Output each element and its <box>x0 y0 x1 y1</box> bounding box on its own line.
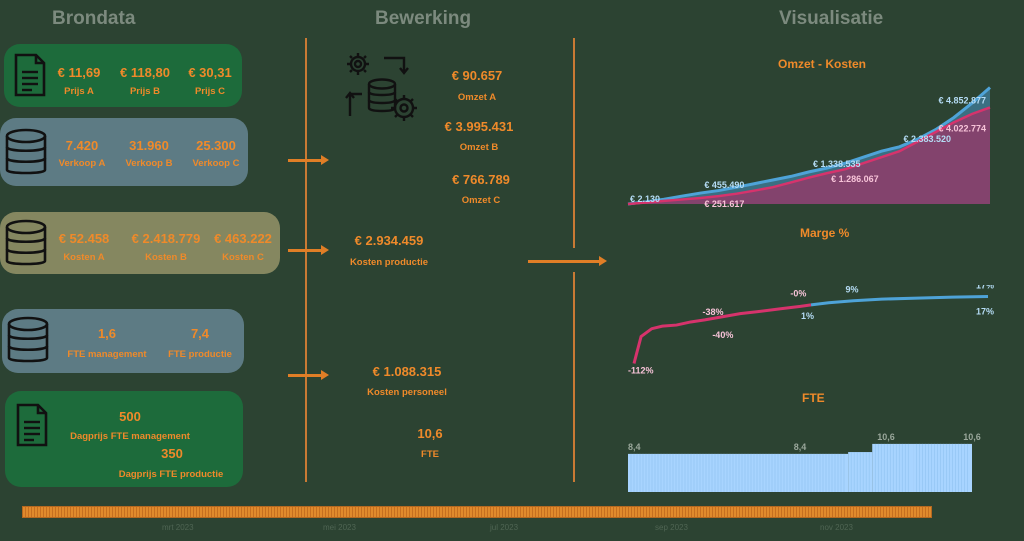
fte-management-label: FTE management <box>67 349 147 360</box>
fte-management-value: 1,6 <box>97 326 117 341</box>
fte-bar-segment <box>872 443 914 492</box>
card-fte[interactable]: 1,6 FTE management 7,4 FTE productie <box>2 309 244 373</box>
omzet-a-label: Omzet A <box>457 92 497 103</box>
kosten-area <box>628 107 990 204</box>
card-kosten[interactable]: € 52.458 Kosten A € 2.418.779 Kosten B €… <box>0 212 280 274</box>
dagprijs-productie-value: 350 <box>161 446 183 461</box>
verkoop-b-value: 31.960 <box>129 138 169 153</box>
timeline-label: mrt 2023 <box>162 523 194 532</box>
timeline-label: sep 2023 <box>655 523 688 532</box>
kosten-a-label: Kosten A <box>63 252 105 263</box>
kosten-a-value: € 52.458 <box>58 231 110 246</box>
card-dagprijs[interactable]: 500 Dagprijs FTE management 350 Dagprijs… <box>5 391 243 487</box>
divider-left <box>305 38 307 482</box>
prijs-b-value: € 118,80 <box>120 65 170 80</box>
chart-marge[interactable]: -112% -38% -40% -0% 1% 9% 17% 17% <box>620 285 1000 380</box>
verkoop-a-label: Verkoop A <box>58 158 106 169</box>
dagprijs-productie-label: Dagprijs FTE productie <box>118 469 224 480</box>
verkoop-c-label: Verkoop C <box>192 158 240 169</box>
verkoop-a-value: 7.420 <box>65 138 99 153</box>
kosten-productie-value: € 2.934.459 <box>354 233 424 248</box>
data-processing-icon <box>345 53 417 121</box>
verkoop-b-label: Verkoop B <box>125 158 173 169</box>
kosten-personeel-value: € 1.088.315 <box>372 364 442 379</box>
fte-total-label: FTE <box>421 449 439 460</box>
marge-data-label: 17% <box>976 307 994 317</box>
fte-productie-value: 7,4 <box>190 326 210 341</box>
prijs-a-value: € 11,69 <box>57 65 101 80</box>
omzet-kosten-data-label: € 4.852.877 <box>938 96 986 106</box>
kosten-line <box>627 106 991 206</box>
prijs-c-value: € 30,31 <box>188 65 232 80</box>
fte-data-label: 8,4 <box>628 442 641 452</box>
marge-data-label: 17% <box>976 285 994 291</box>
omzet-kosten-data-label: € 251.617 <box>704 199 744 208</box>
omzet-b-label: Omzet B <box>459 142 499 153</box>
marge-negative-line <box>632 303 812 364</box>
document-icon <box>16 403 48 447</box>
kosten-productie-label: Kosten productie <box>349 257 429 268</box>
omzet-line <box>627 86 991 206</box>
prijs-a-label: Prijs A <box>64 86 94 97</box>
omzet-kosten-data-label: € 2.130 <box>630 194 660 204</box>
fte-productie-label: FTE productie <box>168 349 232 360</box>
section-title-visualisatie: Visualisatie <box>779 8 884 29</box>
chart-title-fte: FTE <box>802 391 825 405</box>
omzet-a-value: € 90.657 <box>451 68 503 83</box>
marge-data-label: -40% <box>712 330 733 340</box>
divider-right-top <box>573 38 575 248</box>
dagprijs-management-label: Dagprijs FTE management <box>70 431 190 442</box>
marge-positive-line <box>810 295 989 307</box>
fte-data-label: 10,6 <box>963 432 981 442</box>
omzet-kosten-data-label: € 1.338.535 <box>813 159 861 169</box>
omzet-kosten-data-label: € 1.286.067 <box>831 174 879 184</box>
database-icon <box>5 128 47 175</box>
omzet-b-value: € 3.995.431 <box>444 119 514 134</box>
fte-data-label: 8,4 <box>794 442 807 452</box>
marge-data-label: -112% <box>628 365 654 375</box>
chart-fte[interactable]: 8,4 8,4 10,6 10,6 <box>620 420 1000 495</box>
timeline-label: mei 2023 <box>323 523 356 532</box>
fte-bar-segment <box>913 443 972 492</box>
omzet-c-label: Omzet C <box>461 195 501 206</box>
database-icon <box>7 316 49 363</box>
database-icon <box>5 219 47 266</box>
kosten-b-label: Kosten B <box>145 252 187 263</box>
dagprijs-management-value: 500 <box>119 409 141 424</box>
timeline-slider[interactable] <box>22 506 932 518</box>
kosten-personeel-label: Kosten personeel <box>367 387 447 398</box>
arrow-visualisatie <box>528 256 607 266</box>
timeline-label: nov 2023 <box>820 523 853 532</box>
fte-bar-segment <box>628 453 849 492</box>
card-prijzen[interactable]: € 11,69 Prijs A € 118,80 Prijs B € 30,31… <box>4 44 242 107</box>
timeline-label: jul 2023 <box>490 523 519 532</box>
kosten-c-label: Kosten C <box>222 252 264 263</box>
kosten-b-value: € 2.418.779 <box>131 231 201 246</box>
fte-total-value: 10,6 <box>417 426 443 441</box>
arrow-kosten <box>288 245 329 255</box>
prijs-c-label: Prijs C <box>194 86 226 97</box>
arrow-fte <box>288 370 329 380</box>
marge-data-label: -38% <box>702 307 723 317</box>
section-title-brondata: Brondata <box>52 8 136 29</box>
fte-data-label: 10,6 <box>877 432 895 442</box>
chart-omzet-kosten[interactable]: € 2.130 € 251.617 € 455.490 € 1.338.535 € 1.… <box>620 80 1000 208</box>
prijs-b-label: Prijs B <box>129 86 161 97</box>
section-title-bewerking: Bewerking <box>375 8 472 29</box>
omzet-kosten-data-label: € 2.383.520 <box>904 134 952 144</box>
chart-title-omzet-kosten: Omzet - Kosten <box>778 57 867 71</box>
omzet-kosten-data-label: € 455.490 <box>704 180 744 190</box>
chart-title-marge: Marge % <box>800 226 850 240</box>
marge-data-label: -0% <box>790 288 806 298</box>
card-verkoop[interactable]: 7.420 Verkoop A 31.960 Verkoop B 25.300 … <box>0 118 248 186</box>
arrow-verkoop <box>288 155 329 165</box>
divider-right-bottom <box>573 272 575 482</box>
marge-data-label: 9% <box>845 285 858 295</box>
marge-data-label: 1% <box>801 311 814 321</box>
kosten-c-value: € 463.222 <box>214 231 272 246</box>
omzet-kosten-data-label: € 4.022.774 <box>938 123 986 133</box>
verkoop-c-value: 25.300 <box>196 138 236 153</box>
omzet-c-value: € 766.789 <box>452 172 510 187</box>
document-icon <box>14 53 46 97</box>
